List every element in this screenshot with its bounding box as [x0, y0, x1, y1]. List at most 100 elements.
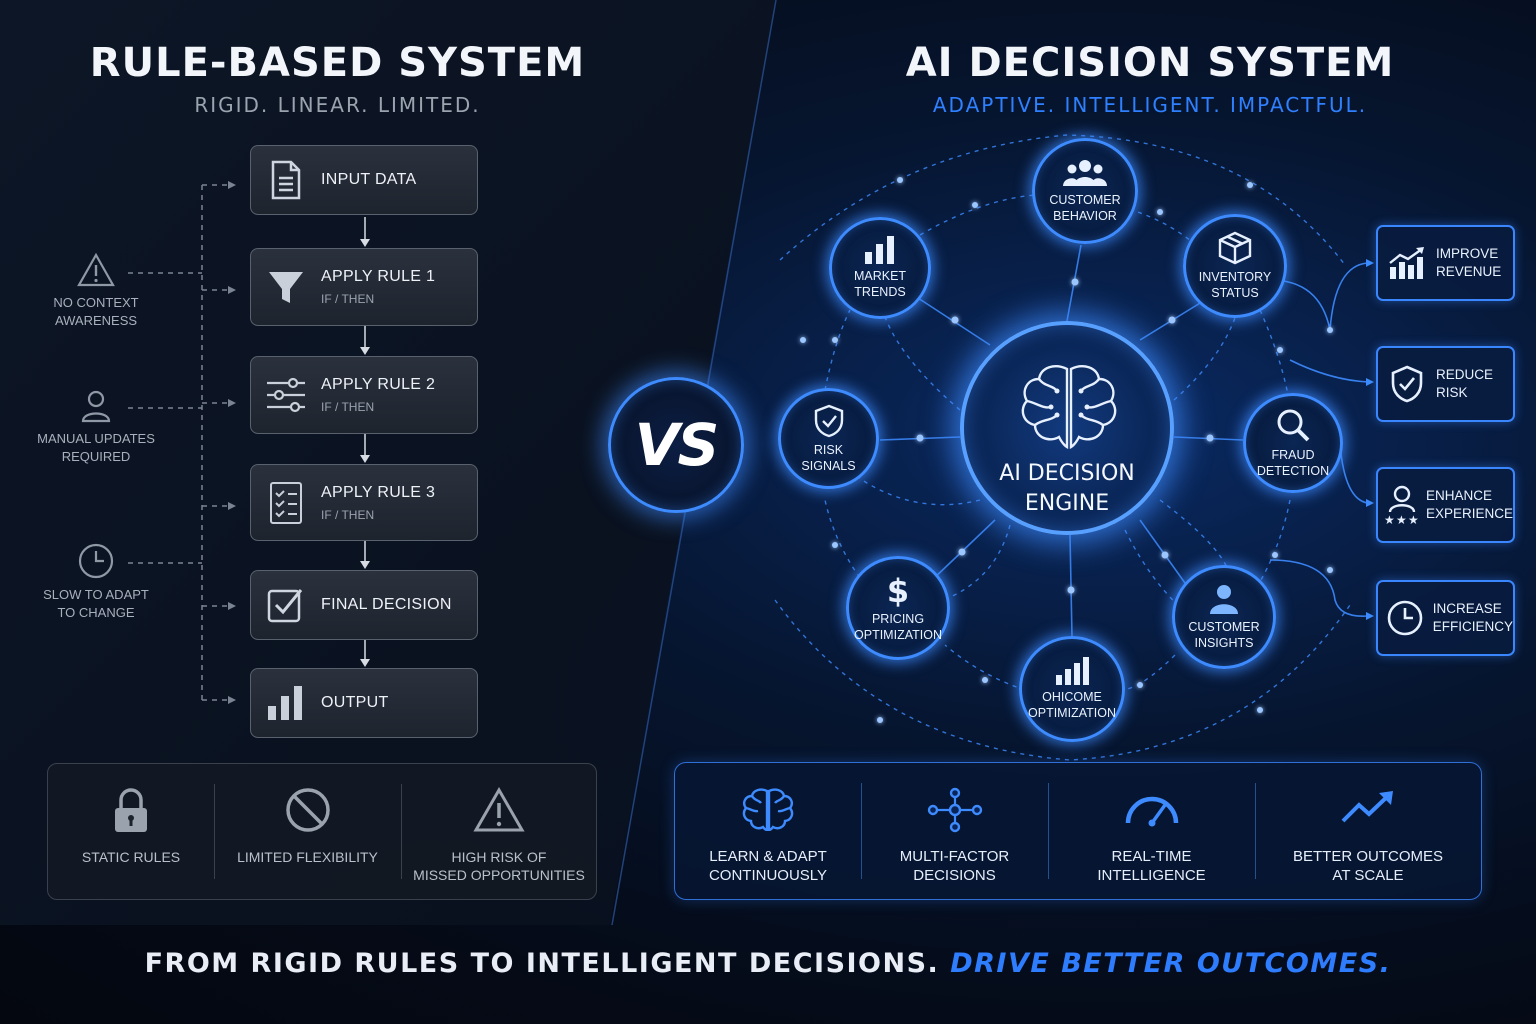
magnifier-icon [1277, 409, 1310, 442]
warning-icon [473, 786, 525, 832]
node-market-trends: MARKET TRENDS [829, 217, 931, 319]
footer-part-1: FROM RIGID RULES TO INTELLIGENT DECISION… [144, 948, 940, 979]
user-stars-icon: ★★★ [1378, 485, 1426, 525]
issue-line-1: SLOW TO ADAPT [43, 587, 149, 602]
step-label: APPLY RULE 3 [321, 483, 436, 501]
engine-line-1: AI DECISION [999, 461, 1135, 486]
limit-line-1: STATIC RULES [81, 849, 181, 865]
benefit-line-2: AT SCALE [1332, 867, 1404, 884]
right-title: AI DECISION SYSTEM [905, 40, 1395, 86]
outcome-line-2: REVENUE [1436, 264, 1502, 279]
bar-chart-icon [251, 684, 321, 722]
outcome-line-2: EFFICIENCY [1432, 619, 1513, 634]
outcome-line-2: EXPERIENCE [1425, 506, 1513, 521]
node-line-1: MARKET [853, 269, 907, 283]
issue-line-1: MANUAL UPDATES [37, 431, 155, 446]
issue-no-context: NO CONTEXT AWARENESS [21, 252, 171, 330]
outcome-line-1: IMPROVE [1436, 246, 1499, 261]
ai-decision-engine: AI DECISION ENGINE [960, 321, 1174, 535]
step-label: INPUT DATA [321, 171, 417, 188]
step-output: OUTPUT [250, 668, 478, 738]
outcome-line-1: REDUCE [1436, 367, 1494, 382]
lock-icon [115, 788, 147, 832]
issue-manual-updates: MANUAL UPDATES REQUIRED [21, 388, 171, 466]
benefit-line-1: BETTER OUTCOMES [1292, 848, 1443, 865]
node-pricing-optimization: $ PRICING OPTIMIZATION [846, 556, 950, 660]
step-apply-rule-2: APPLY RULE 2 IF / THEN [250, 356, 478, 434]
svg-text:★: ★ [1384, 513, 1395, 525]
step-input-data: INPUT DATA [250, 145, 478, 215]
node-inventory-status: INVENTORY STATUS [1183, 214, 1287, 318]
step-sub: IF / THEN [321, 292, 375, 306]
node-line-2: BEHAVIOR [1053, 209, 1117, 223]
node-line-2: TRENDS [854, 285, 906, 299]
step-sub: IF / THEN [321, 507, 375, 522]
node-line-2: OPTIMIZATION [1028, 706, 1116, 720]
limit-line-1: HIGH RISK OF [451, 849, 547, 865]
checkbox-icon [251, 586, 321, 624]
node-line-2: SIGNALS [801, 458, 856, 473]
node-line-1: CUSTOMER [1049, 193, 1121, 207]
node-line-1: PRICING [871, 612, 925, 626]
node-line-2: INSIGHTS [1194, 636, 1254, 650]
gauge-icon [1125, 796, 1178, 827]
limit-flexibility: LIMITED FLEXIBILITY [214, 764, 401, 899]
prohibited-icon [285, 788, 330, 832]
left-subtitle: RIGID. LINEAR. LIMITED. [194, 93, 481, 117]
step-final-decision: FINAL DECISION [250, 570, 478, 640]
limit-static-rules: STATIC RULES [48, 764, 214, 899]
issue-line-2: TO CHANGE [57, 605, 135, 620]
step-label: APPLY RULE 2 [321, 376, 436, 393]
benefit-line-1: LEARN & ADAPT [709, 848, 827, 865]
node-line-2: OPTIMIZATION [854, 628, 942, 642]
outcome-line-1: ENHANCE [1425, 488, 1492, 503]
engine-line-2: ENGINE [1024, 491, 1110, 516]
box-icon [1218, 231, 1252, 265]
outcome-increase-efficiency: INCREASE EFFICIENCY [1376, 580, 1515, 656]
trend-up-icon [1341, 791, 1393, 823]
benefit-line-1: REAL-TIME [1111, 848, 1192, 865]
limit-line-1: LIMITED FLEXIBILITY [237, 849, 378, 865]
user-icon [1210, 585, 1238, 614]
footer-part-2: DRIVE BETTER OUTCOMES. [950, 948, 1392, 979]
step-label: FINAL DECISION [321, 596, 452, 613]
benefit-line-1: MULTI-FACTOR [899, 848, 1010, 865]
benefit-line-2: DECISIONS [913, 867, 996, 884]
issue-line-2: REQUIRED [61, 449, 131, 464]
svg-text:★: ★ [1408, 513, 1419, 525]
bar-chart-icon [865, 236, 894, 264]
node-line-1: FRAUD [1271, 448, 1315, 462]
step-sub: IF / THEN [321, 400, 375, 414]
step-label: OUTPUT [321, 694, 389, 711]
step-label: APPLY RULE 1 [321, 268, 436, 285]
funnel-icon [251, 267, 321, 307]
node-line-2: DETECTION [1256, 464, 1330, 478]
svg-text:$: $ [887, 573, 909, 607]
brain-icon [1021, 365, 1117, 449]
growth-chart-icon [1378, 247, 1436, 279]
sliders-icon [251, 376, 321, 414]
outcome-improve-revenue: IMPROVE REVENUE [1376, 225, 1515, 301]
limitations-panel: STATIC RULES LIMITED FLEXIBILITY HIGH RI… [47, 763, 597, 900]
node-customer-behavior: CUSTOMER BEHAVIOR [1032, 138, 1138, 244]
vs-badge: VS [608, 377, 744, 513]
node-line-1: RISK [813, 442, 844, 457]
node-line-1: INVENTORY [1198, 270, 1272, 284]
node-line-2: STATUS [1211, 286, 1259, 300]
document-icon [251, 160, 321, 200]
issue-line-1: NO CONTEXT [53, 295, 139, 310]
outcome-line-1: INCREASE [1432, 601, 1502, 616]
right-subtitle: ADAPTIVE. INTELLIGENT. IMPACTFUL. [932, 93, 1368, 117]
bar-chart-icon [1056, 657, 1089, 685]
node-fraud-detection: FRAUD DETECTION [1243, 393, 1343, 493]
benefit-multi-factor: MULTI-FACTOR DECISIONS [861, 763, 1048, 899]
user-icon [81, 390, 111, 423]
checklist-icon [251, 481, 321, 525]
shield-check-icon [1378, 365, 1436, 403]
